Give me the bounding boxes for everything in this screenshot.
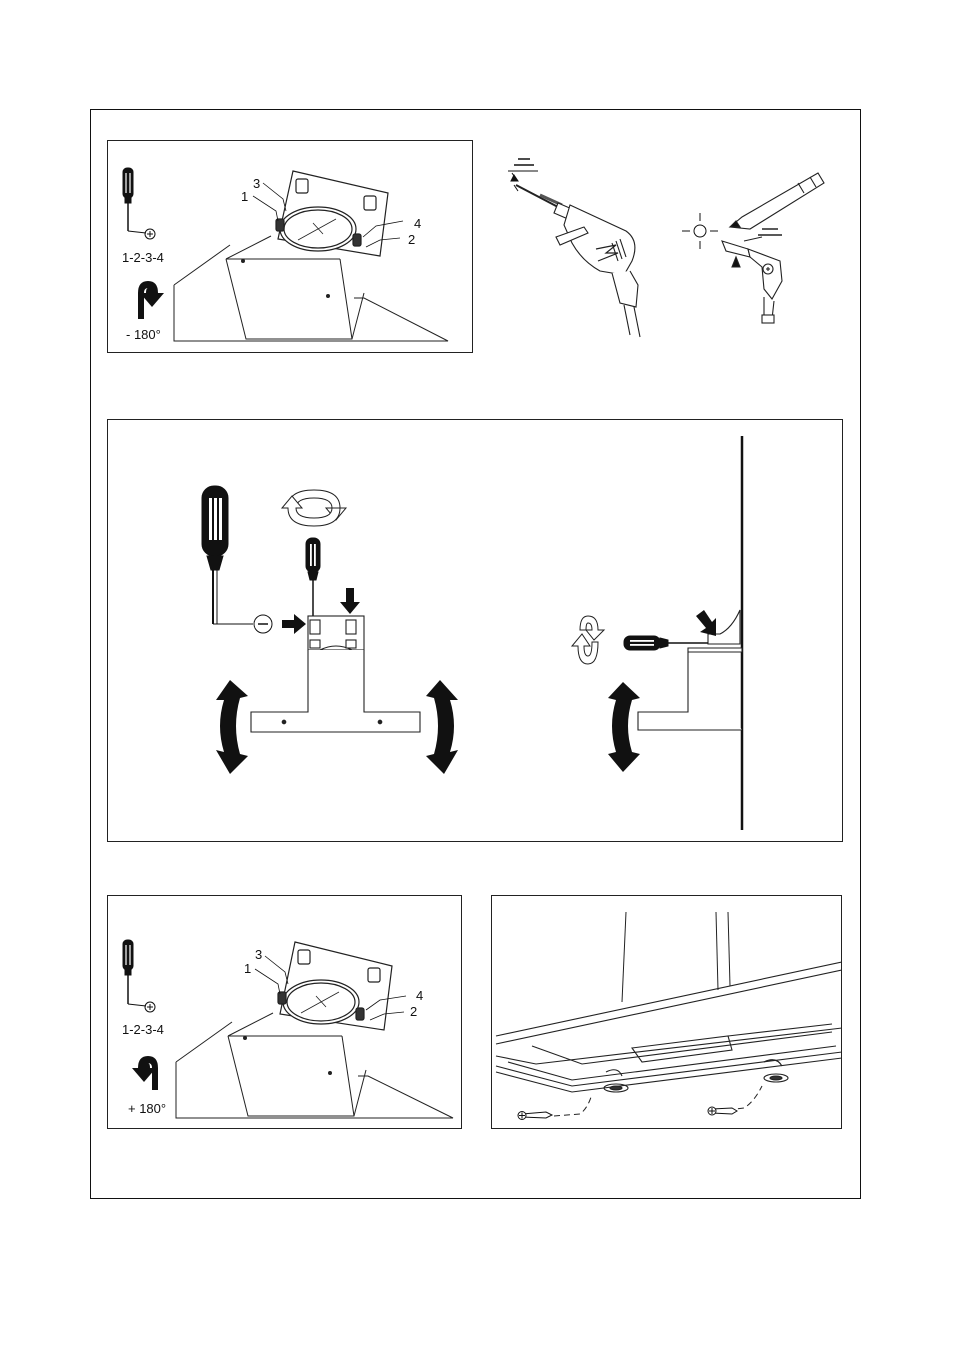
callout-2: 2 [410, 1005, 417, 1019]
chimney-flange [276, 171, 388, 256]
screwdriver-icon [202, 486, 253, 624]
push-arrow-icon-side [696, 610, 716, 636]
callout-4: 4 [414, 217, 421, 231]
callout-1: 1 [241, 190, 248, 204]
side-view-bracket [638, 610, 742, 730]
callout-4: 4 [416, 989, 423, 1003]
screw-icon-right [708, 1107, 737, 1115]
slotted-screw-icon [254, 615, 272, 633]
screwdriver-icon-small [306, 538, 320, 626]
hood-chimney-illustration [108, 896, 462, 1129]
hood-underside-illustration [492, 896, 842, 1129]
callout-3: 3 [253, 177, 260, 191]
pencil-icon [730, 173, 824, 229]
rotation-label: - 180° [126, 328, 161, 342]
screwdriver-icon [123, 940, 146, 1006]
drilling-illustration [500, 145, 840, 340]
callout-1: 1 [244, 962, 251, 976]
rotate-arrow-icon-side [572, 616, 604, 664]
diameter-marker [508, 159, 538, 191]
screw-sequence-label: 1-2-3-4 [122, 251, 164, 265]
hood-chimney-illustration [108, 141, 473, 353]
hood-front-view [251, 616, 420, 732]
callout-2: 2 [408, 233, 415, 247]
callout-3: 3 [255, 948, 262, 962]
phillips-screw-icon [145, 1002, 155, 1012]
hood-body [176, 1013, 453, 1118]
screw-icon-left [518, 1112, 552, 1120]
rotation-label: + 180° [128, 1102, 166, 1116]
chimney-edges [622, 912, 730, 1002]
panel-fix-underside [491, 895, 842, 1129]
hole-mark-icon [682, 213, 718, 249]
phillips-screw-icon [145, 229, 155, 239]
screwdriver-icon [123, 168, 146, 233]
screw-sequence-label: 1-2-3-4 [122, 1023, 164, 1037]
drill-icon [516, 185, 640, 337]
chimney-flange [278, 942, 392, 1030]
hood-canopy [496, 962, 842, 1092]
panel-adjust-level [107, 419, 843, 842]
rotate-arrow-icon [282, 490, 346, 526]
wall-bracket-icon [722, 229, 782, 323]
rotate-arrow-icon [132, 1056, 158, 1090]
rotate-arrow-icon [138, 281, 164, 319]
hood-body [174, 236, 448, 341]
panel-remove-screws: 3 1 4 2 1-2-3-4 - 180° [107, 140, 473, 353]
panel-refit-screws: 3 1 4 2 1-2-3-4 + 180° [107, 895, 462, 1129]
